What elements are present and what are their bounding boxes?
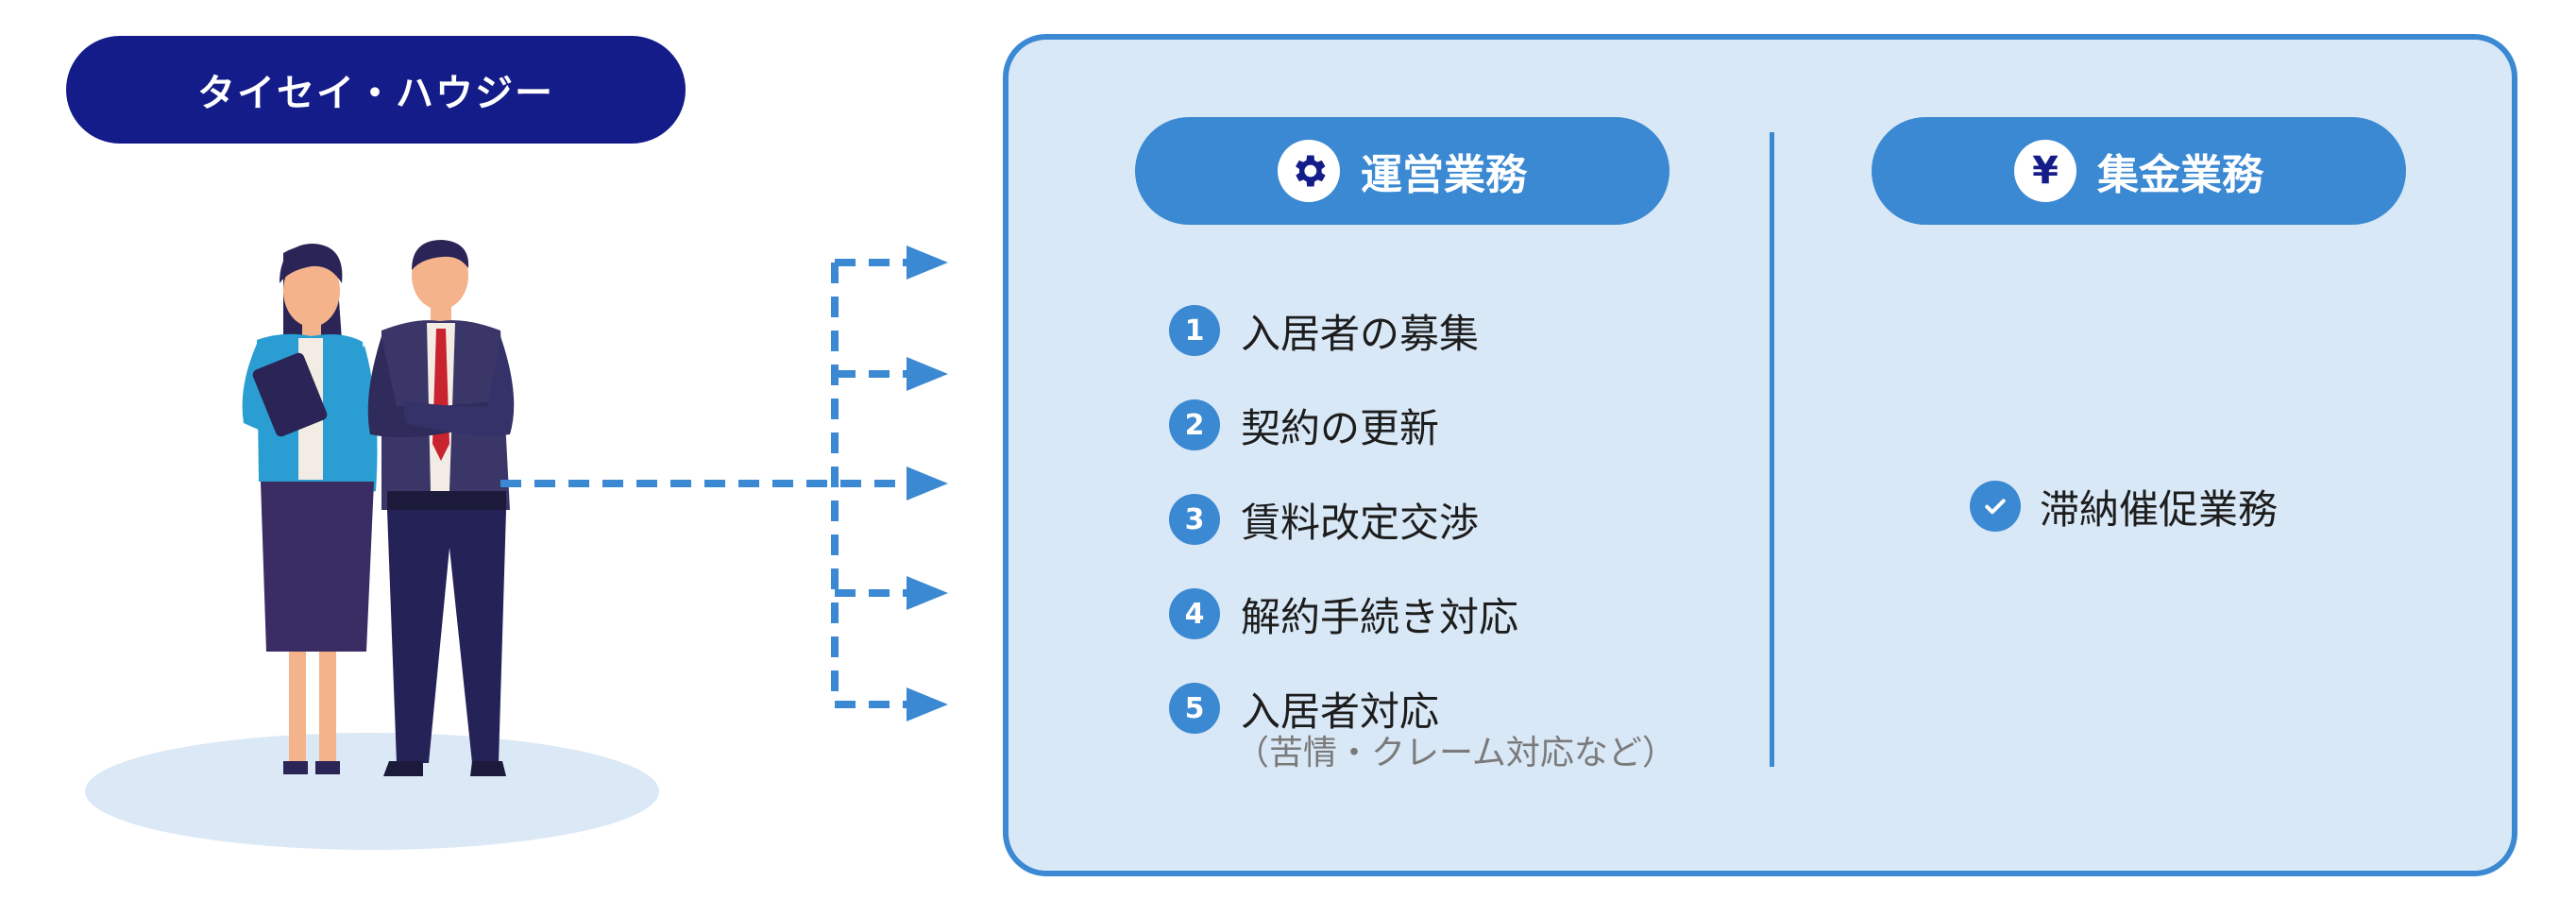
list-item: 2 契約の更新 [1169,378,1518,472]
ground-shadow [85,733,659,850]
list-item: 1 入居者の募集 [1169,283,1518,378]
column-divider [1770,132,1774,767]
list-item-label: 入居者対応 [1241,687,1440,735]
operations-title: 運営業務 [1361,151,1527,199]
operations-header: 運営業務 [1135,117,1669,225]
collection-header: ¥ 集金業務 [1872,117,2406,225]
company-name-badge: タイセイ・ハウジー [66,36,686,144]
woman-figure [242,244,378,774]
list-item-label: 入居者の募集 [1241,310,1480,357]
gear-icon [1278,140,1340,202]
number-badge: 3 [1169,494,1220,545]
number-badge: 1 [1169,305,1220,356]
list-item: 3 賃料改定交渉 [1169,472,1518,567]
operations-note: （苦情・クレーム対応など） [1235,734,1676,772]
list-item: 4 解約手続き対応 [1169,567,1518,661]
yen-icon: ¥ [2014,140,2076,202]
list-item: 5 入居者対応 [1169,661,1518,755]
collection-title: 集金業務 [2097,151,2263,199]
number-badge: 4 [1169,588,1220,639]
arrowheads [907,246,948,721]
number-badge: 5 [1169,683,1220,734]
connector-arrows [500,259,924,708]
list-item-label: 賃料改定交渉 [1241,499,1480,546]
people-illustration [85,240,948,850]
check-icon [1970,481,2021,532]
list-item-label: 滞納催促業務 [2040,485,2279,533]
number-badge: 2 [1169,399,1220,450]
list-item: 滞納催促業務 [1970,476,2278,536]
operations-list: 1 入居者の募集 2 契約の更新 3 賃料改定交渉 4 解約手続き対応 5 入居… [1169,283,1518,755]
list-item-label: 契約の更新 [1241,404,1440,451]
list-item-label: 解約手続き対応 [1241,593,1519,640]
man-figure [367,240,515,776]
